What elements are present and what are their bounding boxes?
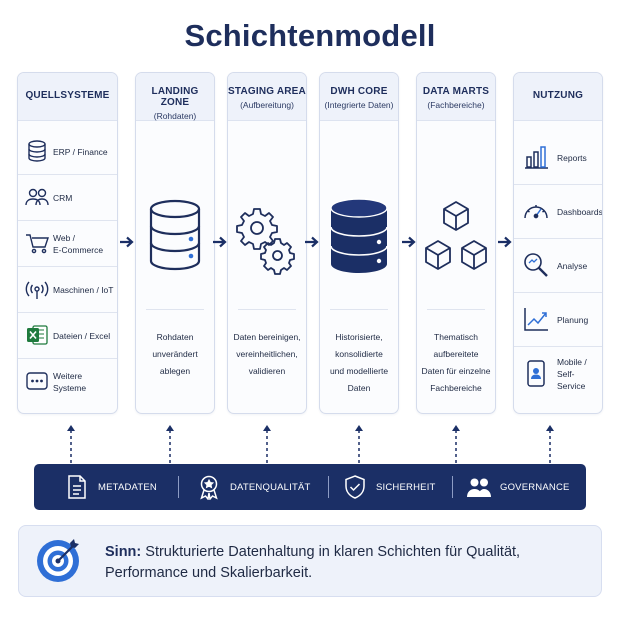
column-description: Historisierte, konsolidierte und modelli…	[329, 332, 389, 393]
list-item: Dashboards	[514, 185, 602, 239]
dashed-arrow-up-icon	[452, 425, 460, 463]
mobile-icon	[527, 360, 545, 387]
list-item: Planung	[514, 293, 602, 347]
column-nutzung: NUTZUNG Reports Dashboards Analyse Planu…	[513, 72, 603, 414]
shield-check-icon	[345, 475, 365, 499]
users-icon	[25, 188, 49, 206]
dashed-arrow-up-icon	[263, 425, 271, 463]
list-item-label: Mobile / Self-Service	[557, 357, 587, 391]
column-subtitle: (Integrierte Daten)	[324, 100, 394, 110]
column-title: LANDING ZONE	[151, 86, 199, 108]
target-icon	[37, 539, 79, 582]
list-item-label: Web / E-Commerce	[53, 233, 104, 255]
summary-label: Sinn:	[105, 544, 142, 560]
arrow-right-icon	[213, 236, 227, 248]
summary-box: Sinn: Strukturierte Datenhaltung in klar…	[18, 525, 602, 597]
column-title: QUELLSYSTEME	[25, 90, 110, 101]
document-icon	[68, 475, 86, 499]
column-quellsysteme: QUELLSYSTEME ERP / Finance CRM Web / E-C…	[17, 72, 118, 414]
page-title: Schichtenmodell	[184, 18, 436, 53]
list-item: Mobile / Self-Service	[514, 347, 602, 401]
column-header: DWH CORE (Integrierte Daten)	[320, 73, 398, 121]
list-item-label: Dateien / Excel	[53, 331, 111, 341]
list-item-label: Weitere Systeme	[53, 371, 87, 393]
band-item-label: GOVERNANCE	[500, 481, 570, 493]
column-landing-zone: LANDING ZONE (Rohdaten) Rohdaten unverän…	[135, 72, 215, 414]
column-data-marts: DATA MARTS (Fachbereiche) Thematisch auf…	[416, 72, 496, 414]
band-item-sicherheit: SICHERHEIT	[342, 464, 436, 510]
column-description: Daten bereinigen, vereinheitlichen, vali…	[233, 332, 301, 376]
column-dwh-core: DWH CORE (Integrierte Daten) Historisier…	[319, 72, 399, 414]
bar-chart-icon	[525, 146, 548, 169]
band-item-label: SICHERHEIT	[376, 481, 436, 493]
column-header: LANDING ZONE (Rohdaten)	[136, 73, 214, 121]
list-item: Weitere Systeme	[18, 359, 117, 405]
signal-icon	[25, 281, 49, 299]
list-item-label: Reports	[557, 153, 587, 163]
list-item: ERP / Finance	[18, 129, 117, 175]
list-item: Analyse	[514, 239, 602, 293]
band-item-label: METADATEN	[98, 481, 157, 493]
list-item: Dateien / Excel	[18, 313, 117, 359]
column-header: DATA MARTS (Fachbereiche)	[417, 73, 495, 121]
database-outline-icon	[149, 199, 201, 271]
band-item-metadaten: METADATEN	[64, 464, 157, 510]
column-title: STAGING AREA	[228, 86, 306, 97]
magnifier-icon	[524, 253, 548, 277]
column-header: STAGING AREA (Aufbereitung)	[228, 73, 306, 121]
arrow-right-icon	[305, 236, 319, 248]
list-item-label: Analyse	[557, 261, 588, 271]
list-item-label: CRM	[53, 193, 73, 203]
gears-icon	[236, 208, 295, 275]
list-item: Reports	[514, 131, 602, 185]
band-item-datenqualitaet: DATENQUALITÄT	[196, 464, 311, 510]
column-staging-area: STAGING AREA (Aufbereitung) Daten berein…	[227, 72, 307, 414]
database-solid-icon	[330, 198, 388, 273]
dashed-arrow-up-icon	[355, 425, 363, 463]
list-item-label: Dashboards	[557, 207, 603, 217]
award-icon	[200, 475, 218, 500]
list-item-label: Planung	[557, 315, 589, 325]
summary-body: Strukturierte Datenhaltung in klaren Sch…	[105, 544, 521, 581]
band-item-label: DATENQUALITÄT	[230, 481, 311, 493]
arrow-right-icon	[120, 236, 134, 248]
column-title: DWH CORE	[330, 86, 388, 97]
excel-icon	[27, 325, 48, 345]
dashed-arrow-up-icon	[166, 425, 174, 463]
more-icon	[26, 372, 48, 390]
summary-text: Sinn: Strukturierte Datenhaltung in klar…	[105, 542, 585, 584]
people-icon	[467, 478, 491, 497]
column-subtitle: (Fachbereiche)	[427, 100, 485, 110]
database-icon	[28, 140, 46, 162]
arrow-right-icon	[498, 236, 512, 248]
cubes-icon	[425, 201, 487, 270]
column-title: DATA MARTS	[422, 86, 490, 97]
column-description: Rohdaten unverändert ablegen	[152, 332, 198, 376]
list-item: Web / E-Commerce	[18, 221, 117, 267]
dashed-arrow-up-icon	[67, 425, 75, 463]
band-item-governance: GOVERNANCE	[466, 464, 570, 510]
list-item-label: ERP / Finance	[53, 147, 108, 157]
column-title: NUTZUNG	[532, 90, 584, 101]
dashed-arrow-up-icon	[546, 425, 554, 463]
column-description: Thematisch aufbereitete Daten für einzel…	[421, 332, 491, 393]
arrow-right-icon	[402, 236, 416, 248]
gauge-icon	[524, 205, 548, 219]
column-header: QUELLSYSTEME	[18, 73, 117, 121]
line-chart-icon	[524, 308, 548, 331]
list-item-label: Maschinen / IoT	[53, 285, 114, 295]
list-item: Maschinen / IoT	[18, 267, 117, 313]
shopping-cart-icon	[26, 234, 49, 254]
column-subtitle: (Rohdaten)	[153, 111, 197, 121]
column-subtitle: (Aufbereitung)	[240, 100, 294, 110]
column-header: NUTZUNG	[514, 73, 602, 121]
governance-band: METADATEN DATENQUALITÄT SICHERHEIT GOVER…	[34, 464, 586, 510]
list-item: CRM	[18, 175, 117, 221]
